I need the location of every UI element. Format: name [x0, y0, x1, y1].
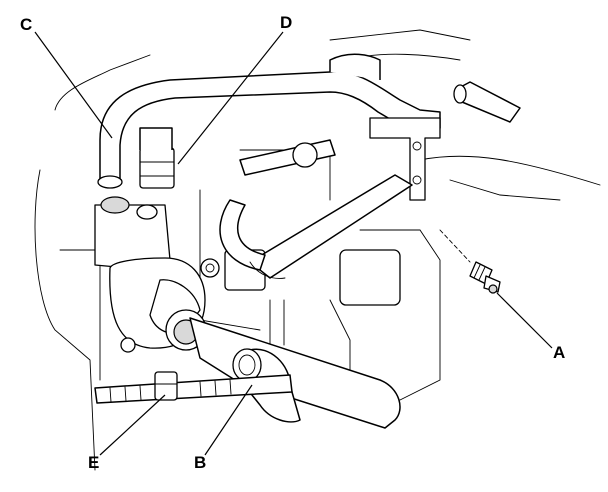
bottom-hose-e — [94, 371, 293, 404]
leader-e — [99, 394, 166, 456]
callout-a: A — [553, 343, 565, 362]
hose-clamp-d — [139, 127, 175, 189]
right-top-hose — [453, 81, 521, 123]
lower-hose — [189, 317, 401, 429]
leader-lines — [34, 31, 553, 456]
bolt-a — [439, 229, 501, 294]
pump-housing — [94, 196, 207, 353]
leader-b — [204, 384, 253, 456]
upper-hose — [97, 53, 441, 189]
callout-c: C — [20, 15, 32, 34]
callout-e: E — [88, 453, 99, 472]
leader-a — [496, 292, 553, 349]
callout-d: D — [280, 13, 292, 32]
wire-harness — [219, 139, 413, 279]
engine-block-background — [34, 29, 601, 471]
mounting-bracket — [369, 117, 441, 201]
leader-c — [34, 31, 113, 139]
leader-d — [177, 31, 284, 165]
callout-b: B — [194, 453, 206, 472]
